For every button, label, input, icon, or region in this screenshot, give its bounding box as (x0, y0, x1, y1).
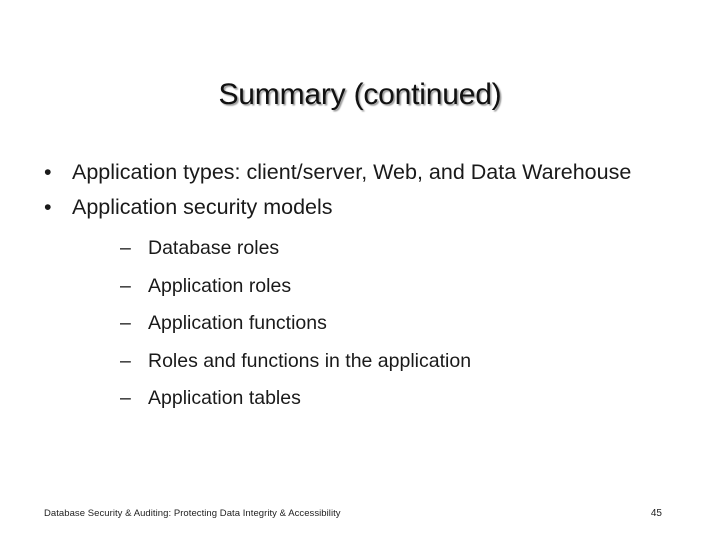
list-item: • Application security models – Database… (36, 191, 684, 418)
bullet-marker-icon: • (44, 195, 52, 219)
list-item: – Application roles (72, 268, 684, 306)
list-item-label: Application functions (148, 312, 327, 334)
dash-marker-icon: – (120, 274, 131, 297)
list-item: – Roles and functions in the application (72, 343, 684, 381)
list-item-label: Application security models (72, 195, 333, 219)
slide-body: • Application types: client/server, Web,… (36, 156, 684, 420)
bullet-list-level2: – Database roles – Application roles – A… (72, 230, 684, 418)
dash-marker-icon: – (120, 387, 131, 409)
page-title: Summary (continued) (218, 78, 502, 112)
bullet-marker-icon: • (44, 160, 52, 184)
list-item-label: Database roles (148, 237, 280, 259)
bullet-list-level1: • Application types: client/server, Web,… (36, 156, 684, 418)
list-item: – Application functions (72, 305, 684, 343)
list-item-label: Application types: client/server, Web, a… (72, 160, 632, 184)
list-item: – Database roles (72, 230, 684, 268)
page-number: 45 (650, 507, 662, 519)
list-item-label: Application roles (148, 274, 292, 297)
footer-text: Database Security & Auditing: Protecting… (44, 507, 341, 519)
dash-marker-icon: – (120, 349, 131, 372)
list-item: • Application types: client/server, Web,… (36, 156, 684, 189)
dash-marker-icon: – (120, 237, 131, 259)
list-item-label: Application tables (148, 387, 301, 409)
list-item: – Application tables (72, 380, 684, 418)
dash-marker-icon: – (120, 312, 131, 334)
list-item-label: Roles and functions in the application (148, 349, 472, 372)
slide-footer: Database Security & Auditing: Protecting… (44, 506, 688, 520)
